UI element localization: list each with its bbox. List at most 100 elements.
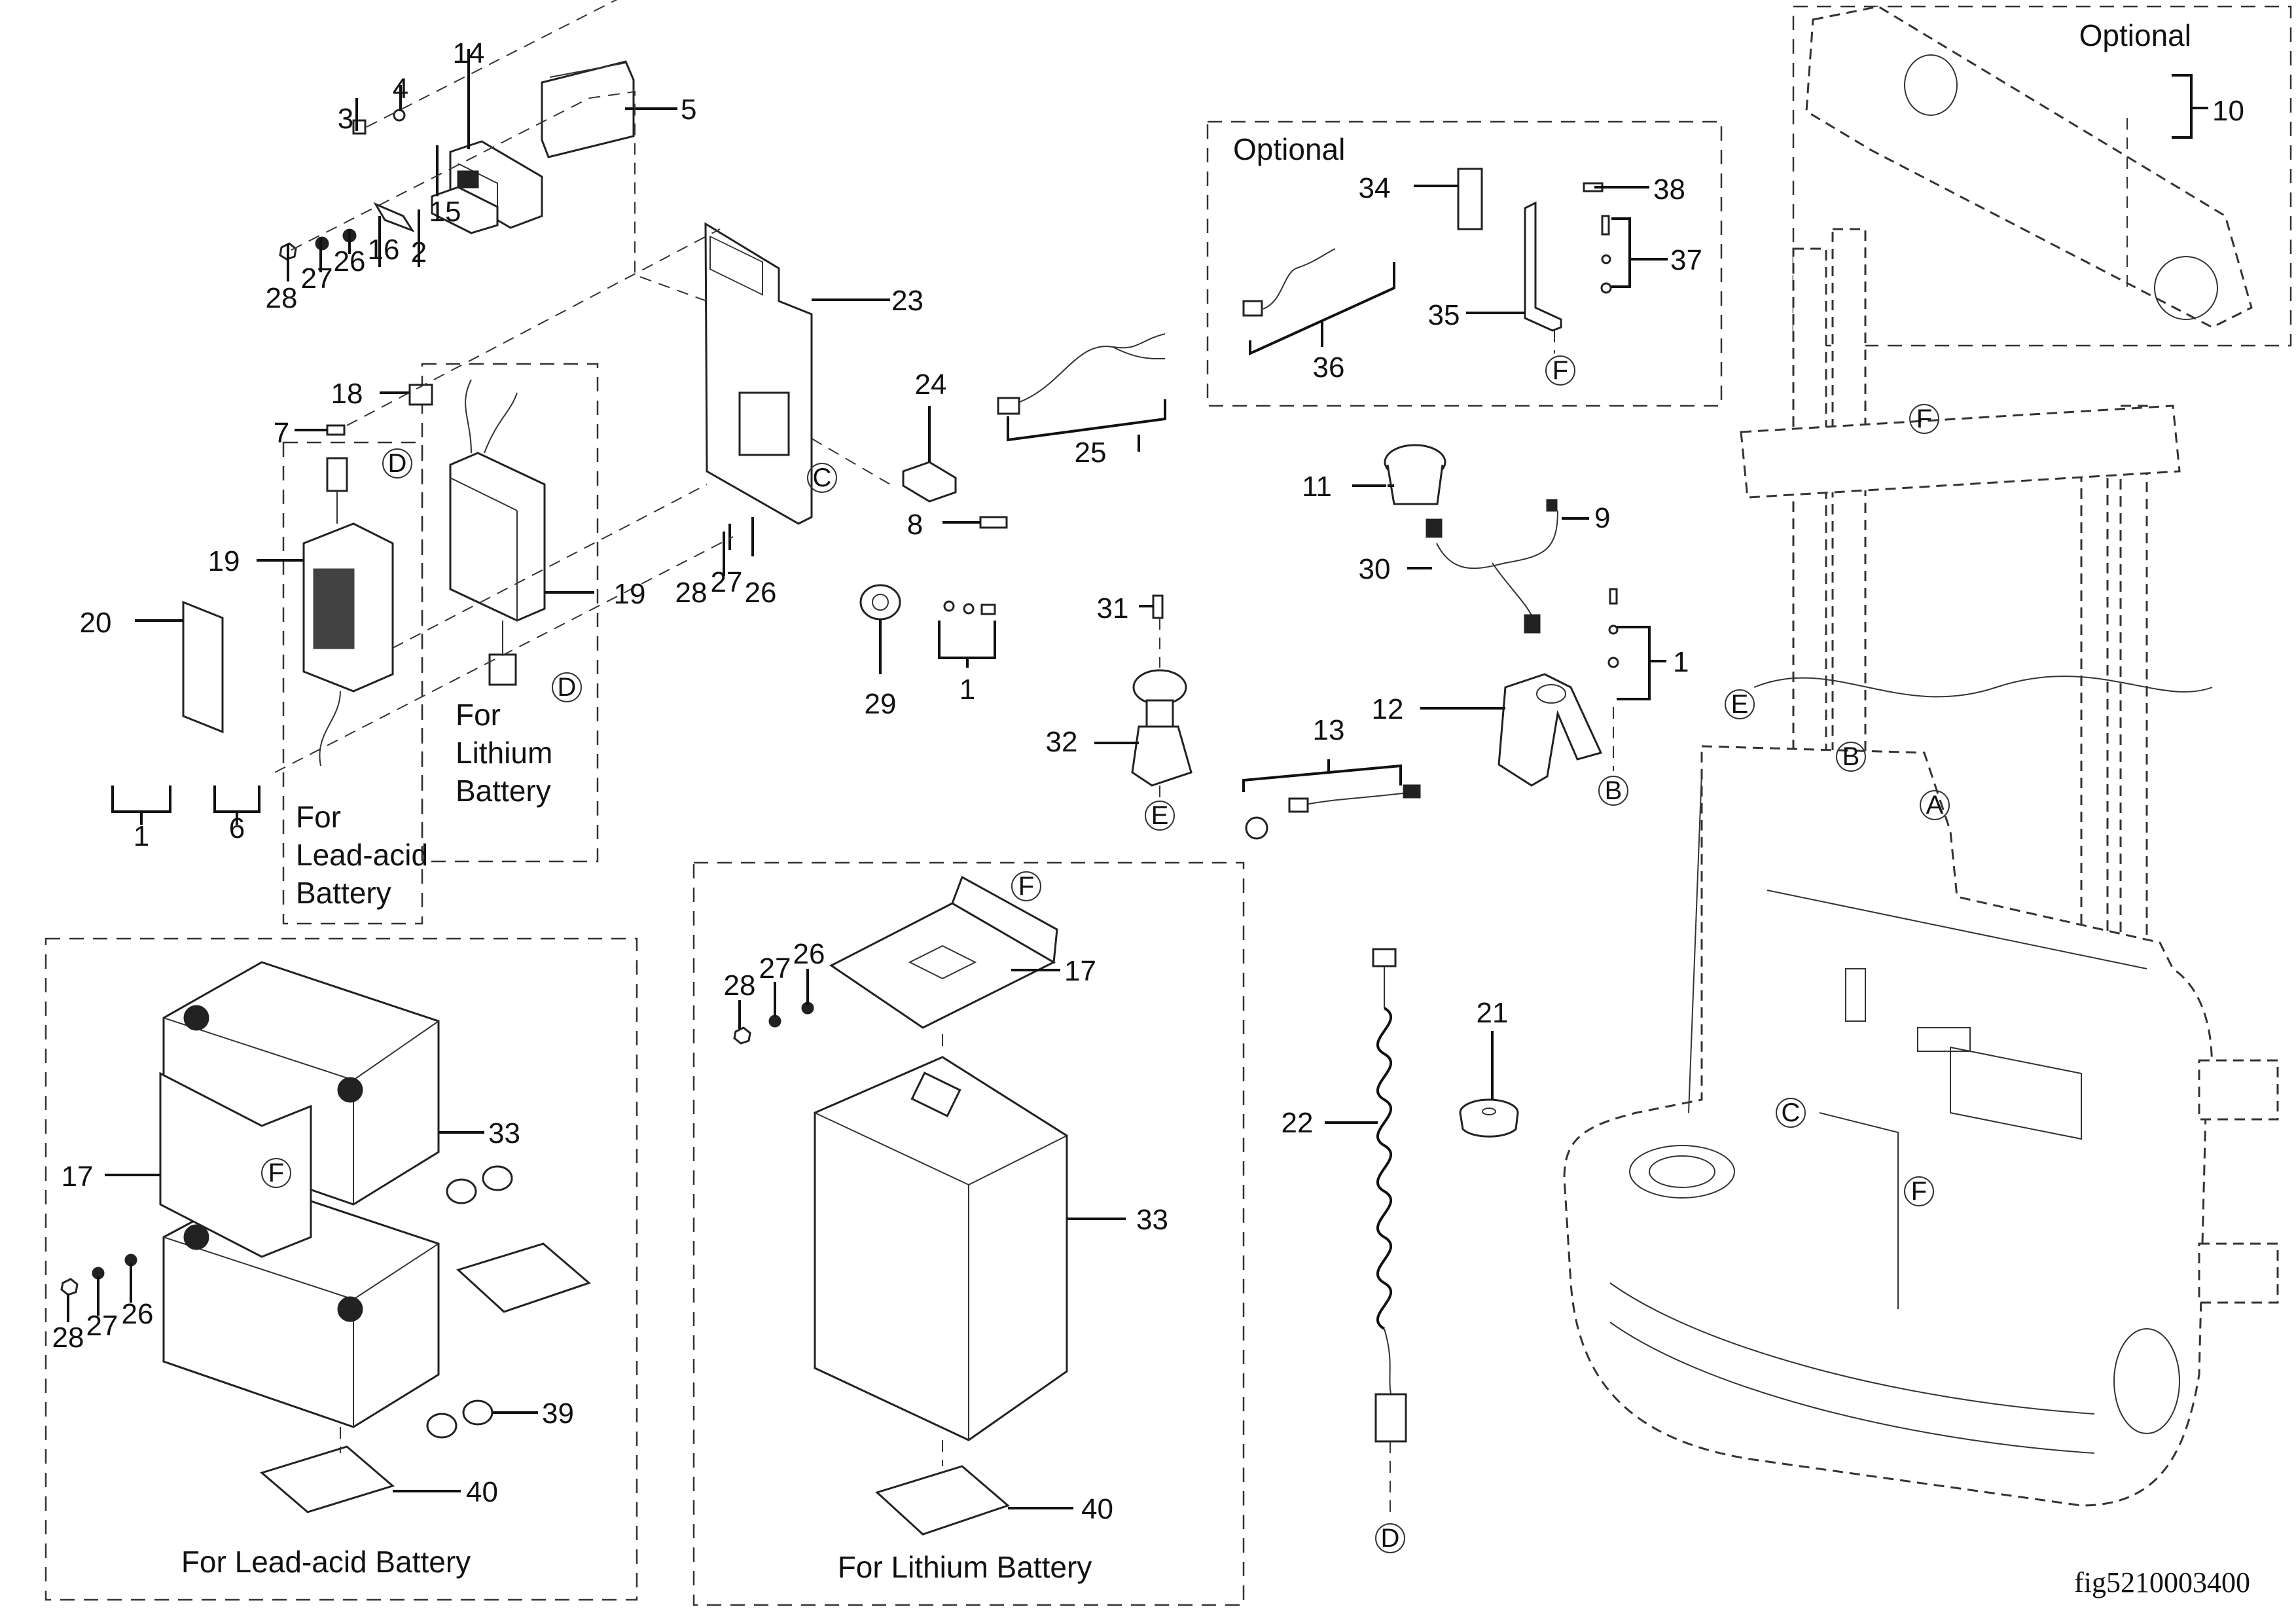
svg-text:B: B (1605, 776, 1623, 805)
callout-27: 27 (301, 262, 333, 295)
grommet-29-part (859, 584, 901, 621)
callout-1: 1 (960, 674, 975, 706)
callout-31: 31 (1097, 592, 1129, 624)
callout-28: 28 (675, 577, 708, 609)
cap-21-part (1459, 1098, 1519, 1138)
callout-17: 17 (1064, 955, 1096, 987)
fuse-part (373, 202, 415, 233)
svg-text:E: E (1731, 690, 1749, 719)
cable-13-part (1245, 784, 1421, 840)
callout-26: 26 (745, 577, 777, 609)
lead-acid-battery-box (45, 937, 638, 1601)
lead-acid-charger-part (302, 457, 394, 767)
callout-12: 12 (1372, 693, 1404, 725)
caption-line: Battery (456, 774, 551, 808)
callout-4: 4 (393, 73, 408, 105)
pad-40-lead-part (259, 1445, 395, 1513)
callout-27: 27 (711, 566, 743, 598)
pad-upper-part (456, 1242, 591, 1313)
caption-line: Lead-acid (296, 838, 428, 872)
ref-marker-d: D (1375, 1523, 1405, 1553)
cable-30-part (1426, 499, 1558, 634)
svg-text:D: D (1381, 1524, 1400, 1553)
switch-24-part (902, 461, 957, 503)
callout-1: 1 (134, 820, 149, 852)
charger-bracket-part (182, 600, 224, 734)
assembly-lines (274, 0, 2128, 1519)
figure-id: fig5210003400 (2074, 1566, 2250, 1598)
callout-28: 28 (266, 282, 298, 314)
callout-13: 13 (1313, 714, 1345, 746)
ref-marker-b: B (1836, 742, 1866, 772)
lithium-charger-caption: For Lithium Battery (456, 698, 561, 808)
callout-2: 2 (411, 236, 427, 268)
svg-text:F: F (1552, 356, 1568, 385)
ref-marker-c: C (807, 463, 837, 493)
callout-22: 22 (1282, 1107, 1314, 1139)
callout-32: 32 (1046, 726, 1078, 758)
spacer-39-part (426, 1399, 493, 1439)
caption-line: Battery (296, 876, 391, 910)
ref-marker-c: C (1776, 1098, 1806, 1128)
cable-36-part (1263, 248, 1336, 310)
callout-26: 26 (334, 245, 366, 278)
callout-5: 5 (681, 94, 696, 126)
callout-25: 25 (1075, 437, 1107, 469)
bracket-35-part (1524, 201, 1562, 332)
optional-label-middle: Optional (1233, 132, 1345, 166)
lithium-charger-part (449, 379, 546, 686)
svg-text:B: B (1842, 742, 1860, 771)
lead-acid-battery-caption: For Lead-acid Battery (181, 1545, 471, 1579)
callout-38: 38 (1653, 173, 1685, 206)
callout-11: 11 (1302, 471, 1332, 503)
charging-cable-part (1372, 948, 1407, 1443)
sensor-34-part (1457, 168, 1483, 230)
callout-39: 39 (542, 1398, 574, 1430)
callout-1: 1 (1673, 646, 1689, 678)
callout-18: 18 (331, 378, 363, 410)
beacon-light-part (1384, 444, 1446, 505)
mounting-plate-part (704, 222, 813, 525)
callout-16: 16 (368, 234, 400, 266)
hardware-37-part (1601, 215, 1610, 236)
callout-26: 26 (793, 938, 825, 970)
leader-lines (67, 49, 2208, 1509)
svg-text:F: F (1018, 872, 1034, 901)
lithium-battery-box (692, 861, 1245, 1606)
screw-31-part (1152, 594, 1164, 619)
svg-text:F: F (268, 1159, 284, 1187)
ref-marker-f: F (1909, 404, 1939, 434)
callout-35: 35 (1428, 299, 1460, 331)
lead-acid-charger-caption: For Lead-acid Battery (296, 800, 437, 910)
callout-40: 40 (1081, 1493, 1113, 1525)
callout-36: 36 (1313, 352, 1345, 384)
caption-line: For (296, 800, 341, 834)
svg-text:D: D (558, 673, 577, 702)
callout-30: 30 (1359, 553, 1391, 585)
callout-26: 26 (122, 1298, 154, 1330)
callout-7: 7 (274, 417, 289, 449)
spacer-33-part (446, 1165, 513, 1204)
emergency-stop-part (1131, 669, 1193, 787)
screw-3-part (352, 119, 367, 135)
screw-8-part (979, 516, 1008, 529)
ref-markers: D D C E F B F E B A C F F F D (261, 355, 1950, 1553)
lithium-battery-part (814, 1056, 1068, 1441)
screw-7-part (326, 424, 346, 436)
lithium-plate-part (829, 875, 1058, 1029)
callout-33: 33 (488, 1117, 520, 1149)
callout-33: 33 (1136, 1204, 1168, 1236)
ref-marker-a: A (1920, 790, 1950, 820)
ref-marker-b: B (1598, 776, 1628, 806)
callout-17: 17 (62, 1161, 94, 1193)
lead-acid-plate-part (159, 1072, 312, 1258)
cable-25-part (997, 333, 1166, 415)
hardware-1a-part (943, 600, 955, 612)
ref-marker-f: F (1545, 355, 1575, 386)
ref-marker-d: D (552, 672, 582, 702)
callout-27: 27 (759, 952, 791, 984)
washer-4-part (393, 109, 406, 122)
callout-20: 20 (80, 607, 112, 639)
ref-marker-e: E (1725, 689, 1755, 719)
